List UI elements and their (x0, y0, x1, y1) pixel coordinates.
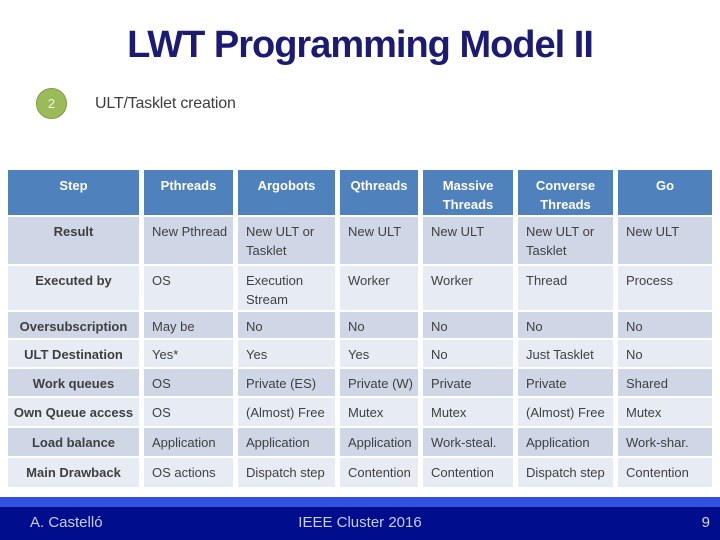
table-cell: Private (W) (340, 369, 418, 396)
table-cell: New ULT (340, 217, 418, 264)
table-cell: Mutex (423, 398, 513, 426)
footer-conference: IEEE Cluster 2016 (298, 514, 422, 531)
table-cell: OS (144, 398, 233, 426)
table-cell: No (238, 312, 335, 338)
column-header: Massive Threads (423, 170, 513, 215)
table-cell: Yes* (144, 340, 233, 367)
table-cell: No (340, 312, 418, 338)
table-cell: New ULT or Tasklet (238, 217, 335, 264)
column-header: Go (618, 170, 712, 215)
column-header: Pthreads (144, 170, 233, 215)
row-label: ULT Destination (8, 340, 139, 367)
table-cell: No (423, 340, 513, 367)
table-cell: Thread (518, 266, 613, 310)
column-header: Argobots (238, 170, 335, 215)
table-cell: Work-shar. (618, 428, 712, 456)
table-cell: Contention (340, 458, 418, 487)
table-cell: No (423, 312, 513, 338)
bullet-item: 2 ULT/Tasklet creation (36, 88, 236, 119)
table-cell: Contention (423, 458, 513, 487)
row-label: Own Queue access (8, 398, 139, 426)
table-cell: Application (518, 428, 613, 456)
row-label: Load balance (8, 428, 139, 456)
row-label: Main Drawback (8, 458, 139, 487)
table-cell: Mutex (340, 398, 418, 426)
table-cell: Application (144, 428, 233, 456)
table-cell: Private (ES) (238, 369, 335, 396)
table-cell: No (518, 312, 613, 338)
slide-footer: A. Castelló IEEE Cluster 2016 9 (0, 497, 720, 540)
row-label: Result (8, 217, 139, 264)
page-title: LWT Programming Model II (127, 24, 594, 66)
row-label: Executed by (8, 266, 139, 310)
table-cell: Yes (340, 340, 418, 367)
table-cell: Mutex (618, 398, 712, 426)
table-cell: May be (144, 312, 233, 338)
table-cell: (Almost) Free (238, 398, 335, 426)
table-cell: Private (423, 369, 513, 396)
table-cell: Work-steal. (423, 428, 513, 456)
table-cell: Execution Stream (238, 266, 335, 310)
column-header: Qthreads (340, 170, 418, 215)
table-cell: Private (518, 369, 613, 396)
table-cell: Just Tasklet (518, 340, 613, 367)
footer-author: A. Castelló (30, 514, 103, 531)
table-cell: Dispatch step (238, 458, 335, 487)
table-cell: OS actions (144, 458, 233, 487)
bullet-text: ULT/Tasklet creation (95, 94, 236, 112)
table-cell: New ULT (618, 217, 712, 264)
bullet-number-badge: 2 (36, 88, 67, 119)
column-header: Step (8, 170, 139, 215)
footer-accent-strip (0, 497, 720, 507)
column-header: Converse Threads (518, 170, 613, 215)
table-cell: Application (238, 428, 335, 456)
table-cell: Worker (340, 266, 418, 310)
row-label: Work queues (8, 369, 139, 396)
table-cell: New ULT or Tasklet (518, 217, 613, 264)
table-cell: Application (340, 428, 418, 456)
table-cell: New ULT (423, 217, 513, 264)
bullet-number: 2 (47, 96, 56, 111)
footer-page-number: 9 (701, 514, 710, 531)
table-cell: Worker (423, 266, 513, 310)
table-cell: Yes (238, 340, 335, 367)
footer-bar: A. Castelló IEEE Cluster 2016 9 (0, 507, 720, 540)
table-cell: OS (144, 369, 233, 396)
table-cell: Dispatch step (518, 458, 613, 487)
table-cell: No (618, 312, 712, 338)
table-cell: Shared (618, 369, 712, 396)
table-cell: Contention (618, 458, 712, 487)
table-cell: (Almost) Free (518, 398, 613, 426)
table-cell: OS (144, 266, 233, 310)
table-cell: New Pthread (144, 217, 233, 264)
table-cell: Process (618, 266, 712, 310)
table-cell: No (618, 340, 712, 367)
row-label: Oversubscription (8, 312, 139, 338)
